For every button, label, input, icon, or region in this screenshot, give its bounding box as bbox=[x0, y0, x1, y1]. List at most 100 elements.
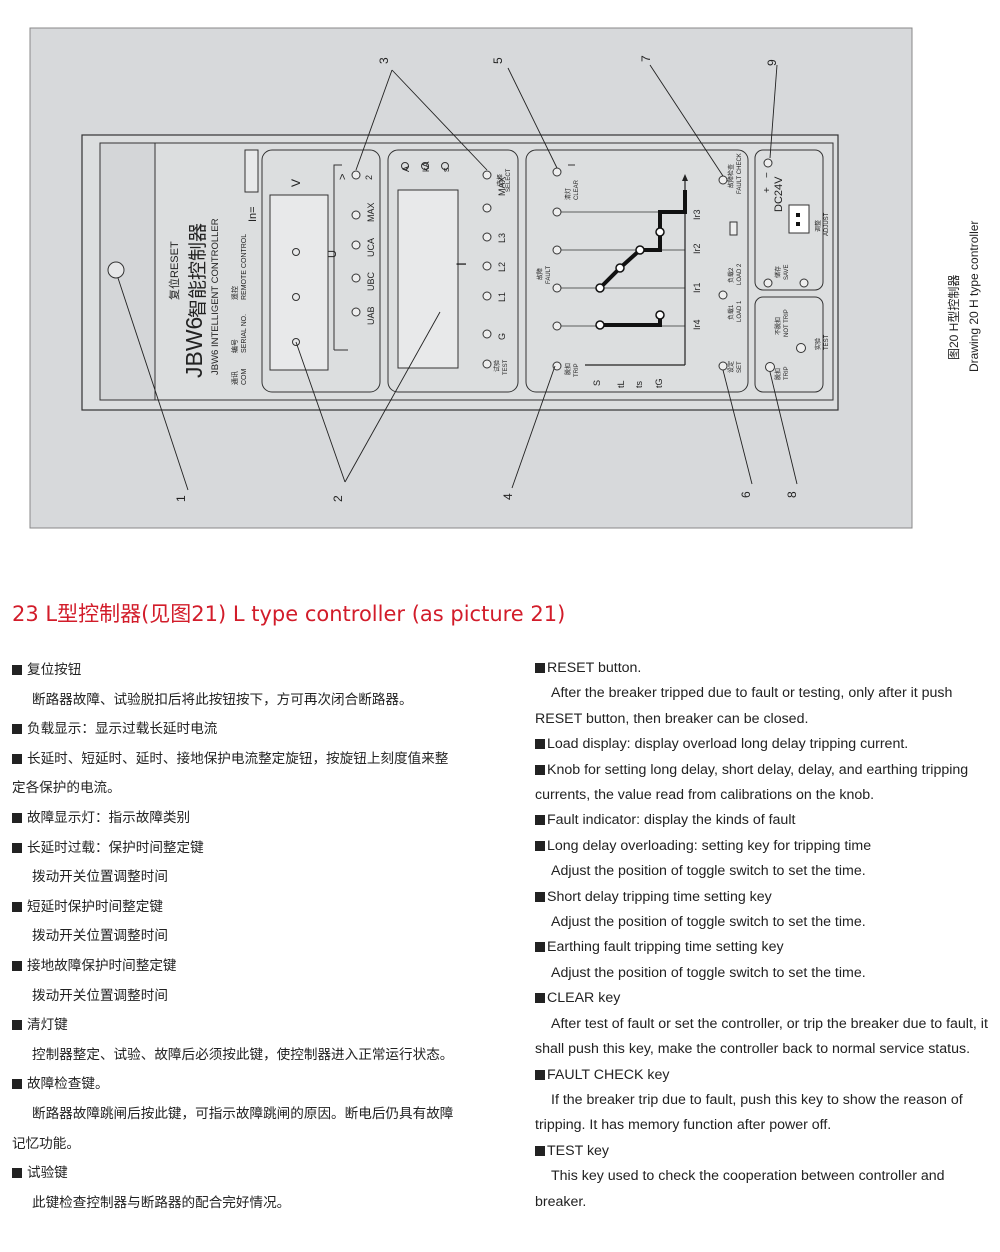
bullet-square-icon bbox=[535, 815, 545, 826]
select-label-cn: 选择 bbox=[496, 174, 504, 186]
label-l2: L2 bbox=[497, 262, 507, 272]
voltage-btn-max[interactable] bbox=[351, 210, 361, 220]
dc24v-label: DC24V bbox=[773, 176, 785, 212]
bullet-square-icon bbox=[535, 663, 545, 673]
reset-button[interactable] bbox=[107, 261, 125, 279]
text-line: 断路器故障跳闸后按此键，可指示故障跳闸的原因。断电后仍具有故障 bbox=[12, 1100, 512, 1130]
trip-test-button[interactable] bbox=[765, 362, 775, 372]
in-window bbox=[244, 149, 259, 193]
label-ir3: Ir3 bbox=[692, 209, 702, 220]
v-label: V bbox=[289, 179, 303, 187]
toggle-switch[interactable] bbox=[729, 221, 738, 236]
bullet-square-icon bbox=[535, 1145, 545, 1156]
reset-label: 复位RESET bbox=[167, 241, 181, 300]
callout-4: 4 bbox=[501, 493, 515, 500]
adjust-connector[interactable] bbox=[788, 204, 810, 234]
trip-test-section bbox=[754, 296, 824, 393]
text-line: CLEAR key bbox=[535, 986, 995, 1011]
callout-5: 5 bbox=[491, 57, 505, 64]
com-label-cn: 通讯 bbox=[230, 371, 239, 385]
in-label: In= bbox=[247, 206, 259, 222]
select-button[interactable] bbox=[482, 170, 492, 180]
label-l3: L3 bbox=[497, 233, 507, 243]
test2-label-cn: 实验 bbox=[814, 338, 822, 350]
gt-symbol: > bbox=[337, 174, 349, 180]
line-text: This key used to check the cooperation b… bbox=[551, 1168, 945, 1185]
text-line: Fault indicator: display the kinds of fa… bbox=[535, 808, 995, 833]
fault-light-3 bbox=[552, 283, 562, 293]
english-description: RESET button.After the breaker tripped d… bbox=[535, 656, 995, 1215]
voltage-btn-uca[interactable] bbox=[351, 240, 361, 250]
current-display bbox=[397, 189, 459, 369]
controller-face bbox=[154, 142, 834, 401]
bullet-square-icon bbox=[535, 942, 545, 953]
test-button[interactable] bbox=[482, 359, 492, 369]
set-button[interactable] bbox=[718, 361, 728, 371]
label-s: S bbox=[592, 380, 602, 386]
brand-name-en: JBW6 INTELLIGENT CONTROLLER bbox=[210, 218, 221, 375]
text-line: 复位按钮 bbox=[12, 656, 512, 686]
u-label: U bbox=[327, 250, 339, 258]
voltage-section bbox=[261, 149, 381, 393]
adjust-button[interactable] bbox=[799, 278, 809, 288]
current-btn-l1[interactable] bbox=[482, 291, 492, 301]
text-line: Load display: display overload long dela… bbox=[535, 732, 995, 757]
current-section bbox=[387, 149, 519, 393]
line-text: 接地故障保护时间整定键 bbox=[27, 957, 177, 974]
text-line: 短延时保护时间整定键 bbox=[12, 893, 512, 923]
bullet-square-icon bbox=[535, 993, 545, 1004]
load2-label-en: LOAD 2 bbox=[737, 263, 743, 285]
current-btn-g[interactable] bbox=[482, 329, 492, 339]
fault-check-label-en: FAULT CHECK bbox=[737, 153, 743, 194]
callout-numbers: 1 2 3 4 5 6 7 8 9 bbox=[174, 55, 799, 502]
text-line: After test of fault or set the controlle… bbox=[535, 1012, 995, 1037]
com-label-en: COM bbox=[241, 369, 248, 386]
line-text: After test of fault or set the controlle… bbox=[551, 1015, 988, 1032]
save-button[interactable] bbox=[763, 278, 773, 288]
bullet-square-icon bbox=[12, 665, 22, 675]
text-line: 清灯键 bbox=[12, 1011, 512, 1041]
bullet-square-icon bbox=[12, 842, 22, 853]
chinese-description: 复位按钮断路器故障、试验脱扣后将此按钮按下，方可再次闭合断路器。负载显示：显示过… bbox=[12, 656, 512, 1218]
bullet-square-icon bbox=[535, 739, 545, 750]
trip-light bbox=[552, 361, 562, 371]
bullet-square-icon bbox=[12, 1020, 22, 1031]
line-text: FAULT CHECK key bbox=[547, 1066, 670, 1083]
not-trip-test-button[interactable] bbox=[796, 343, 806, 353]
current-btn-max[interactable] bbox=[482, 203, 492, 213]
unit-s: s bbox=[441, 167, 451, 172]
clear-label-cn: 清灯 bbox=[564, 188, 572, 200]
current-btn-l2[interactable] bbox=[482, 261, 492, 271]
voltage-btn-ubc[interactable] bbox=[351, 273, 361, 283]
bullet-square-icon bbox=[535, 1069, 545, 1080]
label-ir2: Ir2 bbox=[692, 243, 702, 254]
fault-check-button[interactable] bbox=[718, 175, 728, 185]
bullet-square-icon bbox=[12, 1168, 22, 1179]
text-line: 长延时、短延时、延时、接地保护电流整定旋钮，按旋钮上刻度值来整 bbox=[12, 745, 512, 775]
text-line: 拨动开关位置调整时间 bbox=[12, 922, 512, 952]
text-line: If the breaker trip due to fault, push t… bbox=[535, 1088, 995, 1113]
callout-2: 2 bbox=[331, 495, 345, 502]
test2-label-en: TEST bbox=[824, 334, 830, 350]
clear-button[interactable] bbox=[552, 167, 562, 177]
callout-7: 7 bbox=[639, 55, 653, 62]
line-text: 短延时保护时间整定键 bbox=[27, 898, 163, 915]
line-text: tripping. It has memory function after p… bbox=[535, 1117, 832, 1134]
line-text: 故障检查键。 bbox=[27, 1076, 109, 1093]
line-text: 断路器故障、试验脱扣后将此按钮按下，方可再次闭合断路器。 bbox=[32, 691, 413, 708]
fault-light-1 bbox=[552, 207, 562, 217]
voltage-btn-uab[interactable] bbox=[351, 307, 361, 317]
line-text: 拨动开关位置调整时间 bbox=[32, 928, 168, 945]
text-line: 拨动开关位置调整时间 bbox=[12, 863, 512, 893]
not-trip-label-en: NOT TRIP bbox=[784, 309, 790, 337]
text-line: breaker. bbox=[535, 1190, 995, 1215]
adjust-label-en: ADJUST bbox=[824, 212, 830, 236]
voltage-btn-2[interactable] bbox=[351, 170, 361, 180]
text-line: 试验键 bbox=[12, 1159, 512, 1189]
text-line: This key used to check the cooperation b… bbox=[535, 1164, 995, 1189]
current-btn-l3[interactable] bbox=[482, 232, 492, 242]
text-line: 控制器整定、试验、故障后必须按此键，使控制器进入正常运行状态。 bbox=[12, 1041, 512, 1071]
label-tl: tL bbox=[616, 380, 626, 388]
text-line: Long delay overloading: setting key for … bbox=[535, 834, 995, 859]
label-ir4: Ir4 bbox=[692, 319, 702, 330]
